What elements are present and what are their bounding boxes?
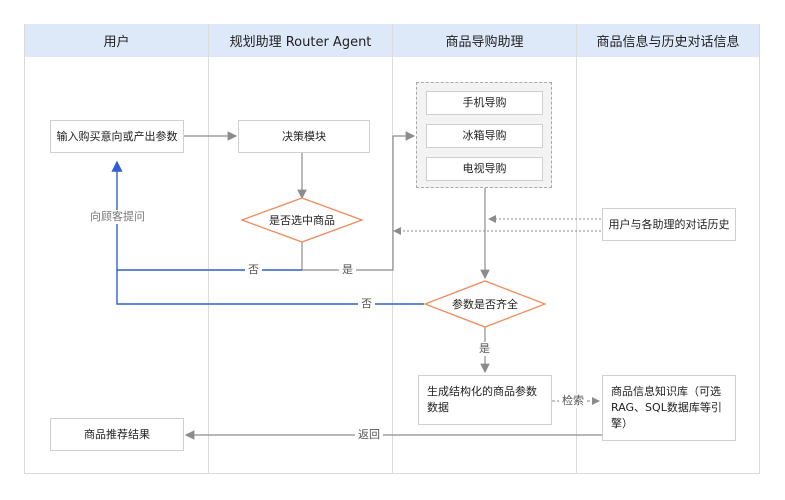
edge-label-yes-2: 是 (476, 342, 493, 356)
phone-guide-node: 手机导购 (426, 91, 543, 115)
lane-header-user: 用户 (25, 24, 208, 57)
decision-module-node: 决策模块 (238, 120, 370, 153)
edge-label-no-1: 否 (245, 263, 262, 277)
params-complete-label: 参数是否齐全 (452, 298, 518, 311)
lane-divider (208, 24, 209, 474)
lane-header-info: 商品信息与历史对话信息 (577, 24, 759, 57)
fridge-guide-node: 冰箱导购 (426, 124, 543, 148)
edge-label-yes-1: 是 (339, 263, 356, 277)
lane-header-shopping: 商品导购助理 (393, 24, 576, 57)
lane-header-router: 规划助理 Router Agent (209, 24, 392, 57)
edge-params-no (116, 270, 424, 305)
edge-label-ask-customer: 向顾客提问 (87, 210, 148, 224)
structured-params-node: 生成结构化的商品参数数据 (418, 375, 552, 425)
diamond-select-shape (240, 197, 364, 243)
tv-guide-node: 电视导购 (426, 157, 543, 181)
edge-select-yes (301, 131, 416, 271)
history-node: 用户与各助理的对话历史 (602, 208, 736, 241)
recommend-result-node: 商品推荐结果 (50, 418, 184, 451)
edge-label-return: 返回 (355, 428, 383, 442)
lane-divider (576, 24, 577, 474)
is-product-selected-label: 是否选中商品 (269, 214, 335, 227)
edge-label-no-2: 否 (358, 297, 375, 311)
input-intent-node: 输入购买意向或产出参数 (50, 120, 184, 153)
edge-label-search: 检索 (559, 394, 587, 408)
knowledge-base-node: 商品信息知识库（可选RAG、SQL数据库等引擎） (602, 375, 736, 441)
diamond-params-shape (423, 280, 547, 328)
